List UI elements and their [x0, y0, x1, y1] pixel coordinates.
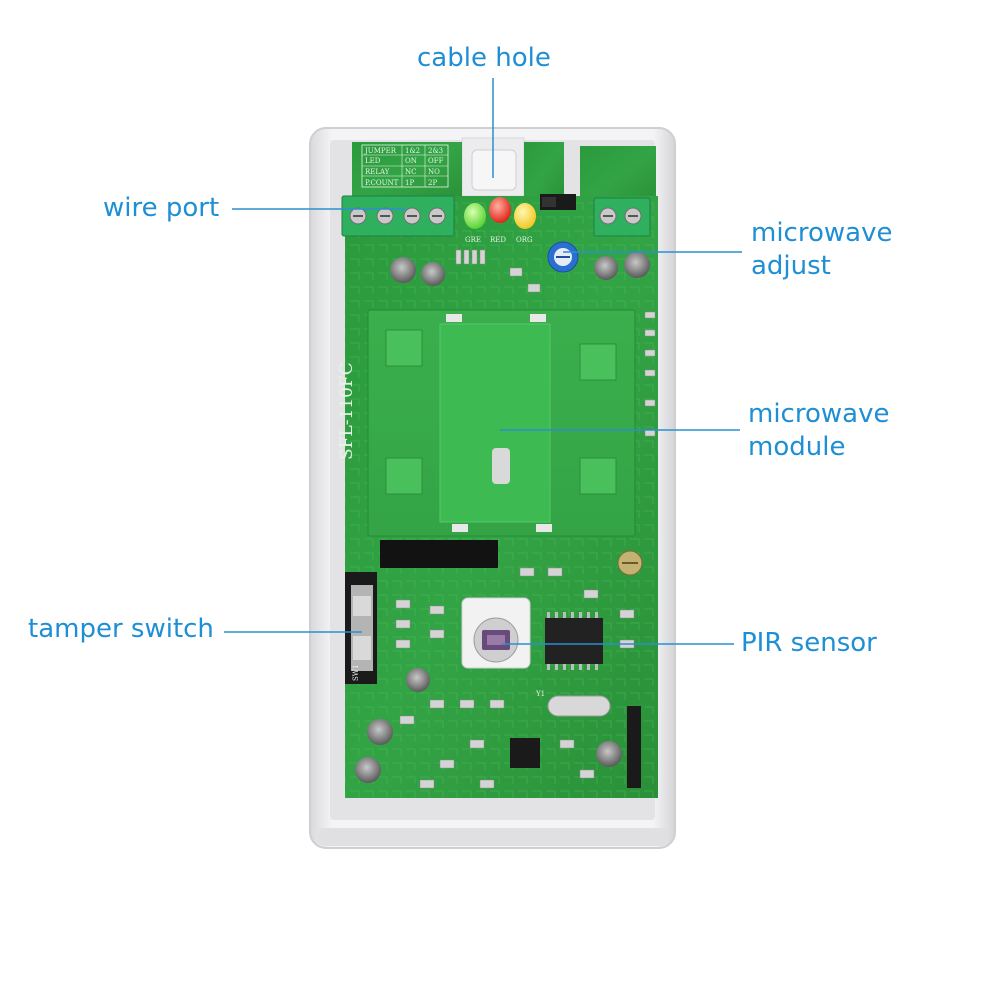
label-tamper-switch: tamper switch: [28, 614, 214, 644]
board-model-label: SFL-110FC: [337, 362, 357, 460]
table-cell: NO: [428, 168, 440, 176]
callout-cable-hole: cable hole: [417, 42, 551, 75]
led-label: RED: [490, 236, 506, 244]
label-wire-port: wire port: [103, 193, 220, 223]
table-cell: ON: [405, 157, 417, 165]
pir-sensor: [461, 597, 531, 669]
status-leds: GRE RED ORG: [464, 197, 536, 244]
ic-chip: [380, 540, 498, 568]
table-cell: 1&2: [405, 147, 420, 155]
microwave-module: [367, 309, 636, 537]
callout-pir-sensor: PIR sensor: [741, 627, 877, 660]
tamper-switch: SW1: [345, 572, 377, 684]
callout-wire-port: wire port: [103, 192, 219, 225]
label-microwave-module-line2: module: [748, 432, 846, 462]
table-cell: NC: [405, 168, 416, 176]
led-label: ORG: [516, 236, 533, 244]
wire-port-terminal: [341, 195, 455, 237]
jumper-pins: [540, 194, 576, 210]
crystal-label: Y1: [535, 690, 545, 698]
callout-microwave-module: microwave module: [748, 398, 889, 464]
table-cell: RELAY: [365, 168, 390, 176]
label-microwave-module-line1: microwave: [748, 399, 890, 429]
table-cell: 1P: [405, 179, 414, 187]
crystal-oscillator: Y1: [535, 690, 611, 717]
label-microwave-adjust-line2: adjust: [751, 251, 831, 281]
table-cell: JUMPER: [364, 147, 397, 155]
table-cell: 2&3: [428, 147, 443, 155]
capacitors: [355, 252, 650, 783]
led-label: GRE: [465, 236, 481, 244]
table-cell: P.COUNT: [365, 179, 399, 187]
callout-lines: [224, 78, 742, 645]
table-cell: 2P: [428, 179, 437, 187]
table-cell: OFF: [428, 157, 444, 165]
label-cable-hole: cable hole: [417, 43, 551, 73]
callout-tamper-switch: tamper switch: [28, 613, 214, 646]
header-jumper: [627, 706, 641, 788]
small-ic: [510, 738, 540, 768]
jumper-table: JUMPER 1&2 2&3 LED ON OFF RELAY NC NO P.…: [361, 144, 449, 188]
main-ic: [545, 612, 603, 670]
smd-components: [395, 249, 656, 789]
label-microwave-adjust-line1: microwave: [751, 218, 893, 248]
callout-microwave-adjust: microwave adjust: [751, 217, 892, 283]
label-pir-sensor: PIR sensor: [741, 628, 877, 658]
table-cell: LED: [365, 157, 381, 165]
power-terminal: [593, 197, 651, 237]
mounting-screw: [617, 550, 643, 576]
switch-label: SW1: [352, 665, 360, 681]
microwave-adjust-pot: [547, 241, 579, 273]
